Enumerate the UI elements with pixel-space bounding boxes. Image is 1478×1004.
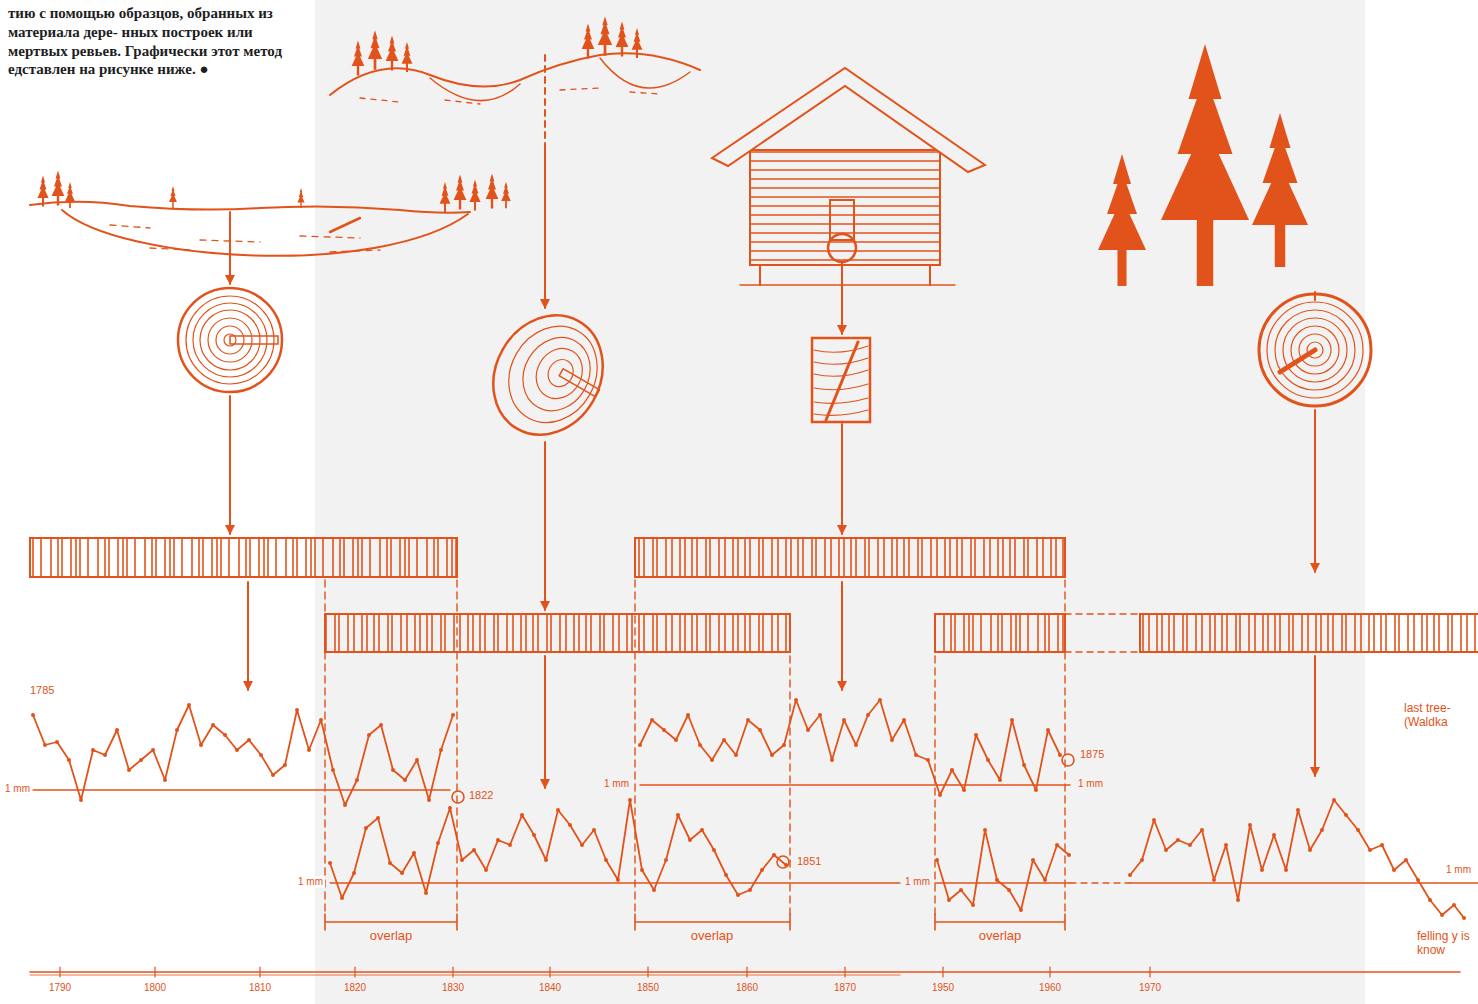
axis-year: 1870 [832, 982, 858, 994]
year-label: 1785 [28, 684, 56, 697]
scale-label: 1 mm [3, 783, 32, 795]
annotation: felling y is know [1415, 930, 1474, 958]
axis-year: 1810 [247, 982, 273, 994]
scale-label: 1 mm [903, 876, 932, 888]
end-year: 1875 [1078, 748, 1106, 761]
overlap-label: overlap [368, 929, 415, 944]
scale-label: 1 mm [1444, 864, 1473, 876]
axis-year: 1960 [1037, 982, 1063, 994]
axis-year: 1860 [734, 982, 760, 994]
scale-label: 1 mm [296, 876, 325, 888]
overlap-label: overlap [977, 929, 1024, 944]
scale-label: 1 mm [1076, 778, 1105, 790]
overlap-label: overlap [689, 929, 736, 944]
end-year: 1822 [467, 789, 495, 802]
axis-year: 1790 [47, 982, 73, 994]
axis-year: 1970 [1137, 982, 1163, 994]
axis-year: 1840 [537, 982, 563, 994]
axis-year: 1830 [440, 982, 466, 994]
axis-year: 1800 [142, 982, 168, 994]
end-year: 1851 [795, 855, 823, 868]
scale-label: 1 mm [602, 778, 631, 790]
axis-year: 1850 [635, 982, 661, 994]
intro-text: тию с помощью образцов, обранных из мате… [8, 4, 290, 79]
axis-year: 1950 [930, 982, 956, 994]
axis-year: 1820 [342, 982, 368, 994]
annotation: last tree- (Waldka [1402, 702, 1474, 730]
